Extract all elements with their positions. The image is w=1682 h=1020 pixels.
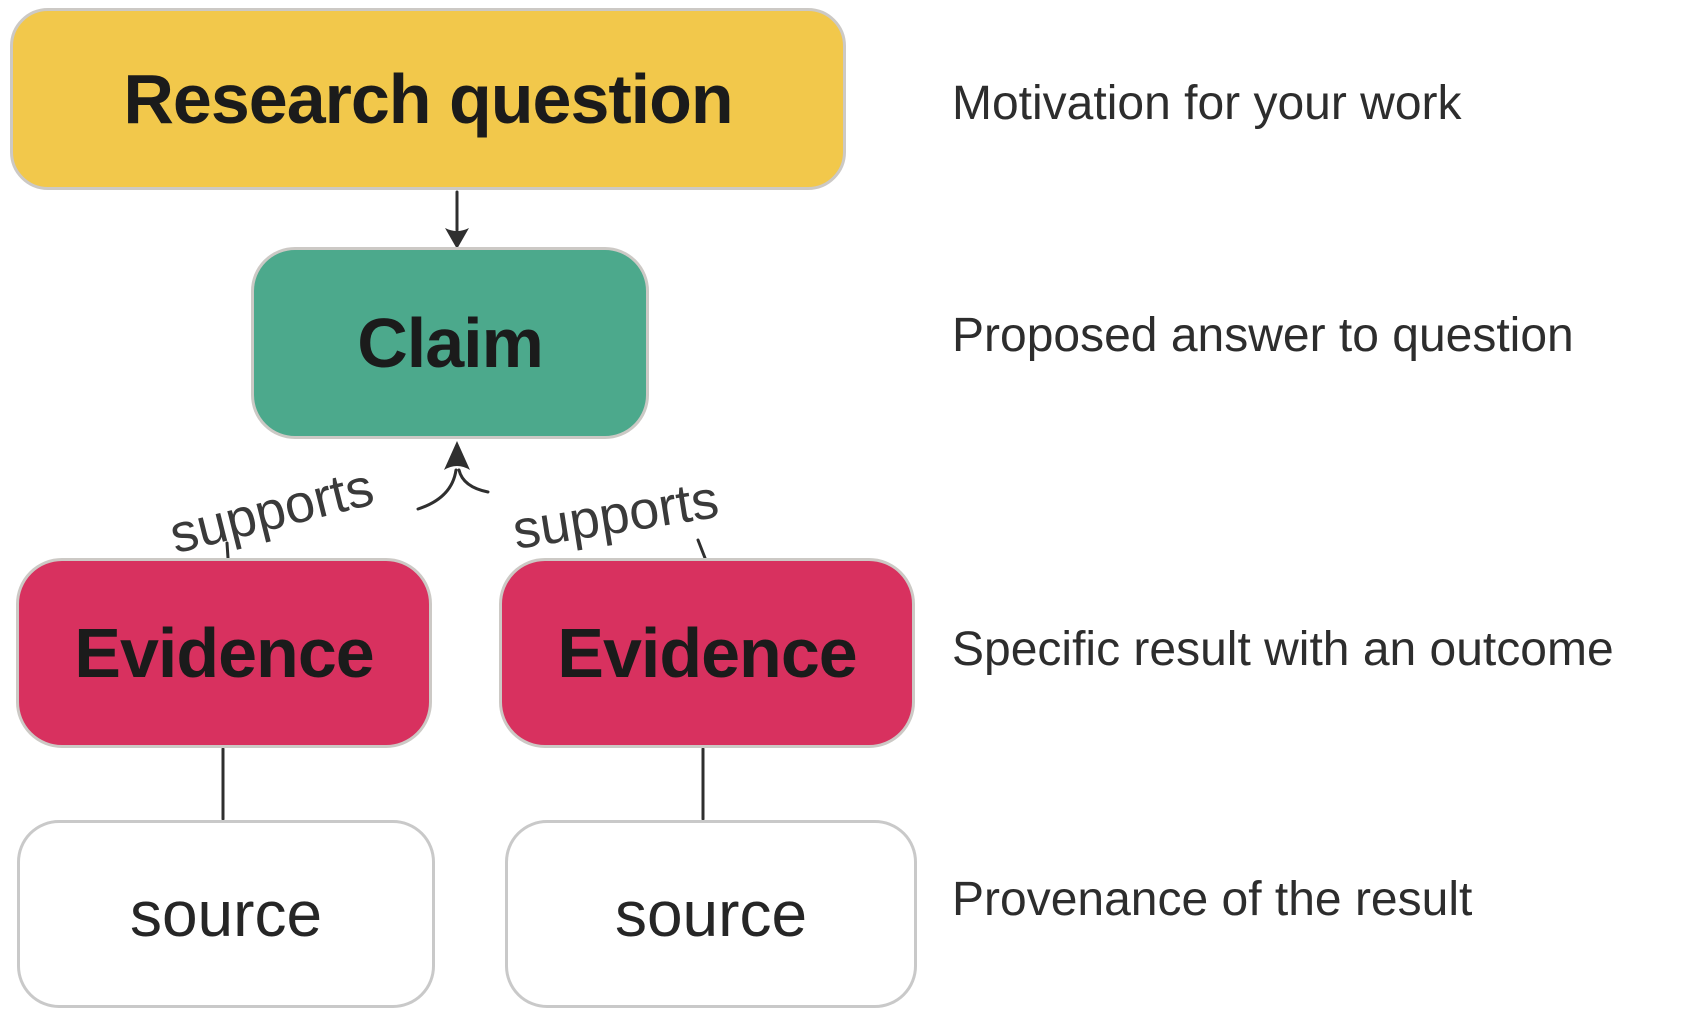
evidence-node-left: Evidence [16,558,432,748]
annotation-source: Provenance of the result [952,873,1473,926]
evidence-node-right: Evidence [499,558,915,748]
evidence-right-label: Evidence [557,614,857,692]
research-question-label: Research question [123,60,733,138]
claim-node: Claim [251,247,649,439]
arrow-evidence-merge-to-claim [416,441,490,511]
source-node-right: source [505,820,917,1008]
arrow-research-to-claim [445,190,469,249]
source-right-label: source [614,878,808,950]
annotation-claim: Proposed answer to question [952,309,1574,362]
edge-label-supports-right: supports [508,469,723,561]
claim-label: Claim [357,304,544,382]
annotation-research-question: Motivation for your work [952,77,1462,130]
edge-label-supports-left: supports [163,456,380,566]
source-left-label: source [129,878,323,950]
annotation-evidence: Specific result with an outcome [952,623,1614,676]
source-node-left: source [17,820,435,1008]
stub-evidence-right-supports [696,538,707,560]
evidence-left-label: Evidence [74,614,374,692]
research-question-node: Research question [10,8,846,190]
